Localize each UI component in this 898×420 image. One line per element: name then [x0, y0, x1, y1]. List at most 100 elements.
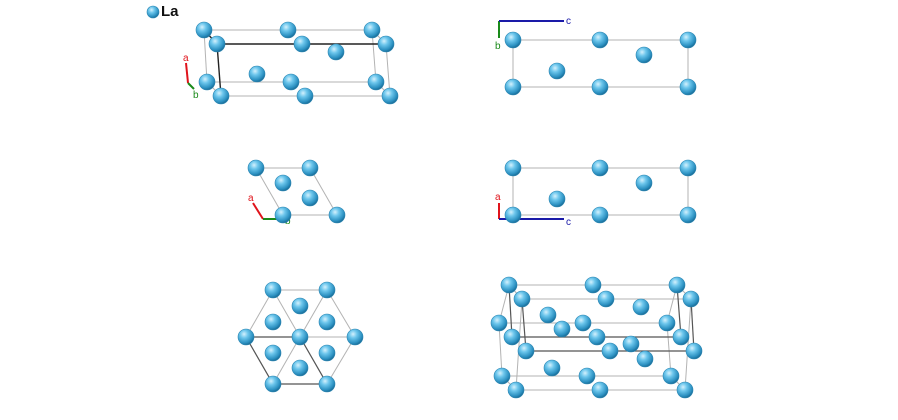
- la-atom: [381, 87, 399, 105]
- cell-edge: [515, 298, 523, 391]
- cell-edge: [326, 289, 356, 338]
- la-atom: [578, 367, 596, 385]
- la-atom: [685, 342, 703, 360]
- cell-edge: [666, 322, 672, 377]
- la-atom: [500, 276, 518, 294]
- la-atom: [504, 159, 522, 177]
- la-atom: [517, 342, 535, 360]
- la-atom: [632, 298, 650, 316]
- la-atom: [377, 35, 395, 53]
- la-atom: [198, 73, 216, 91]
- la-atom: [363, 21, 381, 39]
- la-atom: [274, 174, 292, 192]
- panel-hexagonal-supercell-view: [237, 281, 364, 393]
- la-atom: [682, 290, 700, 308]
- la-atom: [503, 328, 521, 346]
- la-atom: [367, 73, 385, 91]
- la-atom: [591, 206, 609, 224]
- la-atom: [513, 290, 531, 308]
- la-atom: [507, 381, 525, 399]
- la-atom: [584, 276, 602, 294]
- la-atom: [264, 313, 282, 331]
- axis-label-c: c: [566, 16, 571, 27]
- cell-edge: [245, 336, 274, 385]
- axis-a-line: [252, 202, 264, 220]
- la-atom: [543, 359, 561, 377]
- axis-b-line: [187, 82, 195, 90]
- cell-edge: [521, 298, 527, 352]
- panel-perspective-view-2: [490, 276, 703, 399]
- panel-view-along-a: bc: [495, 16, 697, 96]
- la-atom: [676, 381, 694, 399]
- la-atom: [291, 328, 309, 346]
- la-atom: [539, 306, 557, 324]
- la-atom: [601, 342, 619, 360]
- la-atom: [264, 281, 282, 299]
- la-atom: [679, 78, 697, 96]
- axis-a-line: [185, 62, 189, 84]
- cell-edge: [216, 43, 222, 97]
- axis-label-a: a: [495, 192, 501, 203]
- la-atom: [679, 159, 697, 177]
- la-atom: [291, 297, 309, 315]
- la-atom: [237, 328, 255, 346]
- axis-label-b: b: [495, 41, 501, 52]
- legend: [146, 5, 160, 19]
- cell-edge: [371, 29, 377, 83]
- la-atom: [248, 65, 266, 83]
- la-atom: [668, 276, 686, 294]
- la-atom: [591, 159, 609, 177]
- la-atom: [548, 190, 566, 208]
- cell-edge: [299, 336, 328, 385]
- cell-edge: [326, 336, 356, 385]
- la-atom: [635, 174, 653, 192]
- cell-edge: [690, 298, 695, 352]
- cell-edge: [385, 43, 391, 97]
- la-atom: [264, 344, 282, 362]
- la-atom: [208, 35, 226, 53]
- cell-edge: [498, 322, 503, 377]
- la-atom: [553, 320, 571, 338]
- la-atom: [636, 350, 654, 368]
- axis-label-a: a: [183, 53, 189, 64]
- panel-view-along-c: ab: [247, 159, 346, 227]
- cell-edge: [255, 167, 284, 216]
- axis-label-c: c: [566, 217, 571, 228]
- la-atom: [490, 314, 508, 332]
- la-atom: [574, 314, 592, 332]
- la-atom: [504, 78, 522, 96]
- la-atom: [591, 78, 609, 96]
- panel-perspective-view-1: ab: [183, 21, 399, 105]
- la-atom: [658, 314, 676, 332]
- la-atom: [635, 46, 653, 64]
- la-atom: [597, 290, 615, 308]
- la-atom: [318, 281, 336, 299]
- la-atom: [212, 87, 230, 105]
- cell-edge: [508, 284, 513, 338]
- la-atom: [591, 381, 609, 399]
- cell-edge: [203, 29, 208, 83]
- panel-view-along-b: ac: [495, 159, 697, 228]
- legend-label-la: La: [161, 3, 179, 20]
- la-atom: [301, 189, 319, 207]
- la-atom: [301, 159, 319, 177]
- la-atom: [279, 21, 297, 39]
- la-atom: [679, 31, 697, 49]
- la-atom: [327, 43, 345, 61]
- la-atom: [195, 21, 213, 39]
- la-atom: [662, 367, 680, 385]
- la-atom: [274, 206, 292, 224]
- la-atom: [672, 328, 690, 346]
- la-atom: [293, 35, 311, 53]
- la-atom: [622, 335, 640, 353]
- cell-edge: [676, 284, 682, 338]
- la-atom: [296, 87, 314, 105]
- la-atom: [591, 31, 609, 49]
- la-atom: [247, 159, 265, 177]
- cell-edge: [245, 289, 274, 338]
- la-atom: [588, 328, 606, 346]
- la-atom: [146, 5, 160, 19]
- axis-label-a: a: [248, 193, 254, 204]
- la-atom: [291, 359, 309, 377]
- la-atom: [328, 206, 346, 224]
